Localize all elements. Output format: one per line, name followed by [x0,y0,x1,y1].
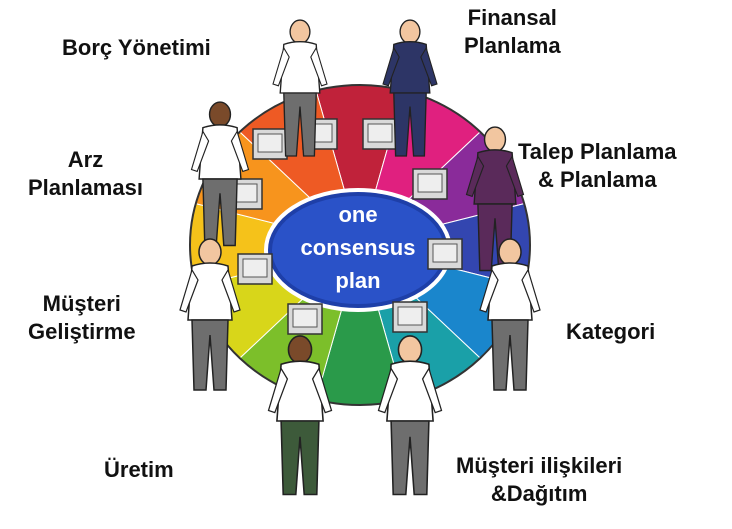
monitor-icon [412,168,448,200]
monitor-icon [237,253,273,285]
person-uretim [267,335,333,496]
center-ellipse-inner [272,196,444,304]
person-musteri-iliskileri [377,335,443,496]
label-musteri-iliskileri: Müşteri ilişkileri&Dağıtım [456,453,623,506]
center-line-3: plan [335,268,380,293]
wheel-rim [189,84,531,406]
monitor-icon [252,128,288,160]
computer-monitors [227,118,463,335]
monitor-icon [287,303,323,335]
label-talep-planlama: Talep Planlama& Planlama [518,139,677,192]
person-musteri-gelistirme [179,238,241,391]
people-figures [179,19,541,496]
person-finansal [382,19,438,157]
monitor-icon [427,238,463,270]
monitor-icon [392,301,428,333]
person-borc [272,19,328,157]
label-kategori: Kategori [566,319,656,344]
center-line-2: consensus [301,235,416,260]
monitor-icon [362,118,398,150]
person-arz [190,101,250,247]
label-borc-yonetimi: Borç Yönetimi [62,35,211,60]
center-line-1: one [338,202,377,227]
label-uretim: Üretim [104,457,174,482]
person-kategori [479,238,541,391]
